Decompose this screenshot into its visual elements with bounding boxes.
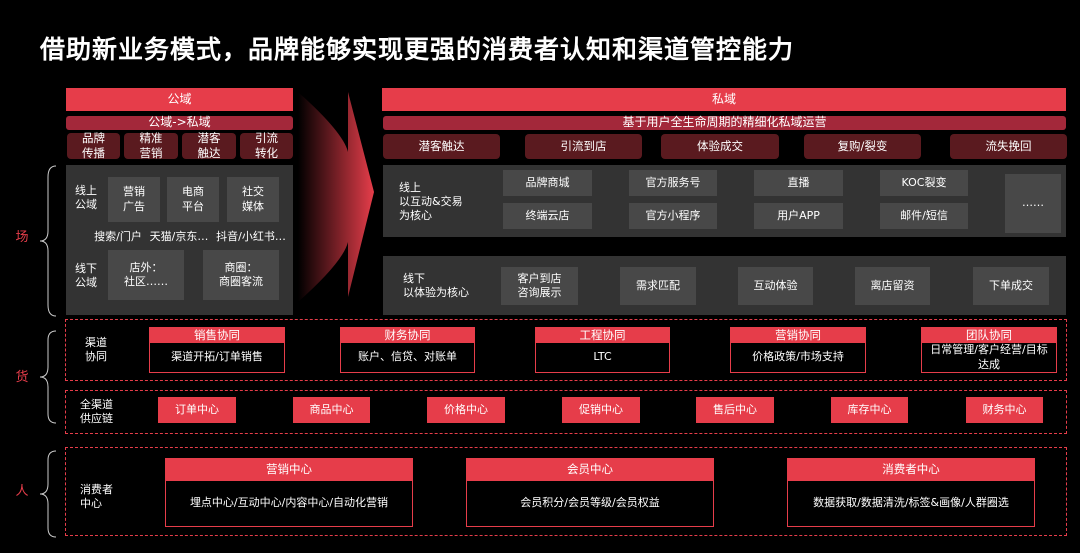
collab-title: 团队协同 <box>921 327 1057 343</box>
supply-chain-section <box>65 390 1067 434</box>
private-domain-header: 私域 <box>382 88 1066 111</box>
supply-center: 财务中心 <box>966 397 1043 423</box>
side-label-ren: 人 <box>15 483 29 499</box>
collab-body: 渠道开拓/订单销售 <box>149 343 285 373</box>
example-text: 抖音/小红书… <box>216 229 286 243</box>
private-offline-panel <box>383 256 1066 315</box>
private-online-box: 终端云店 <box>503 203 592 229</box>
consumer-block-title: 会员中心 <box>466 458 714 481</box>
private-online-box: 直播 <box>754 170 843 196</box>
private-online-box: 邮件/短信 <box>880 203 968 229</box>
collab-body: 日常管理/客户经营/目标达成 <box>921 343 1057 373</box>
private-operation-bar: 基于用户全生命周期的精细化私域运营 <box>383 115 1066 130</box>
more-ellipsis-box: …… <box>1005 174 1061 233</box>
offline-private-label: 线下 以体验为核心 <box>403 271 469 299</box>
public-stage: 精准 营销 <box>124 131 178 160</box>
consumer-block-title: 消费者中心 <box>787 458 1035 481</box>
public-online-box: 电商 平台 <box>167 177 219 222</box>
private-stage: 复购/裂变 <box>804 134 921 159</box>
brace-icon <box>39 330 57 424</box>
private-stage: 潜客触达 <box>383 134 500 159</box>
supply-center: 促销中心 <box>562 397 640 423</box>
private-online-box: 品牌商城 <box>503 170 592 196</box>
brace-icon <box>39 450 57 538</box>
arrow-right-icon <box>298 92 374 302</box>
collab-body: 账户、信贷、对账单 <box>340 343 475 373</box>
private-stage: 流失挽回 <box>950 134 1067 159</box>
collab-title: 工程协同 <box>535 327 670 343</box>
consumer-center-section <box>65 447 1067 536</box>
supply-chain-label: 全渠道 供应链 <box>80 397 113 425</box>
supply-center: 售后中心 <box>696 397 774 423</box>
public-online-box: 社交 媒体 <box>227 177 279 222</box>
private-online-box: KOC裂变 <box>880 170 968 196</box>
consumer-block-body: 会员积分/会员等级/会员权益 <box>466 481 714 527</box>
page-title: 借助新业务模式，品牌能够实现更强的消费者认知和渠道管控能力 <box>40 35 795 64</box>
example-text: 搜索/门户 <box>94 229 142 243</box>
private-online-box: 官方小程序 <box>629 203 717 229</box>
private-offline-box: 离店留资 <box>855 267 930 305</box>
collab-title: 销售协同 <box>149 327 285 343</box>
online-public-label: 线上 公域 <box>75 183 97 211</box>
side-label-chang: 场 <box>15 229 29 245</box>
consumer-block-title: 营销中心 <box>165 458 413 481</box>
collab-title: 营销协同 <box>730 327 866 343</box>
supply-center: 价格中心 <box>427 397 505 423</box>
supply-center: 商品中心 <box>293 397 370 423</box>
public-offline-box: 商圈： 商圈客流 <box>203 250 279 300</box>
consumer-center-label: 消费者 中心 <box>80 482 113 510</box>
offline-public-label: 线下 公域 <box>75 261 97 289</box>
supply-center: 库存中心 <box>831 397 908 423</box>
collab-title: 财务协同 <box>340 327 475 343</box>
public-offline-box: 店外： 社区…… <box>108 250 184 300</box>
example-text: 天猫/京东… <box>149 229 209 243</box>
public-stage: 品牌 传播 <box>67 131 120 160</box>
public-domain-header: 公域 <box>66 88 293 111</box>
brace-icon <box>39 165 57 317</box>
private-offline-box: 客户到店 咨询展示 <box>501 267 578 305</box>
private-online-box: 用户APP <box>754 203 843 229</box>
public-online-box: 营销 广告 <box>108 177 160 222</box>
public-stage: 潜客 触达 <box>182 131 236 160</box>
consumer-block-body: 数据获取/数据清洗/标签&画像/人群圈选 <box>787 481 1035 527</box>
private-stage: 体验成交 <box>661 134 779 159</box>
consumer-block-body: 埋点中心/互动中心/内容中心/自动化营销 <box>165 481 413 527</box>
channel-collab-section <box>65 319 1067 381</box>
collab-body: 价格政策/市场支持 <box>730 343 866 373</box>
private-offline-box: 互动体验 <box>738 267 813 305</box>
public-to-private-bar: 公域->私域 <box>66 115 293 130</box>
private-offline-box: 下单成交 <box>973 267 1049 305</box>
supply-center: 订单中心 <box>158 397 236 423</box>
side-label-huo: 货 <box>15 369 29 385</box>
public-stage: 引流 转化 <box>240 131 293 160</box>
private-stage: 引流到店 <box>525 134 642 159</box>
channel-collab-label: 渠道 协同 <box>85 335 107 363</box>
online-private-label: 线上 以互动&交易 为核心 <box>399 180 463 223</box>
private-online-box: 官方服务号 <box>629 170 717 196</box>
collab-body: LTC <box>535 343 670 373</box>
private-offline-box: 需求匹配 <box>620 267 696 305</box>
